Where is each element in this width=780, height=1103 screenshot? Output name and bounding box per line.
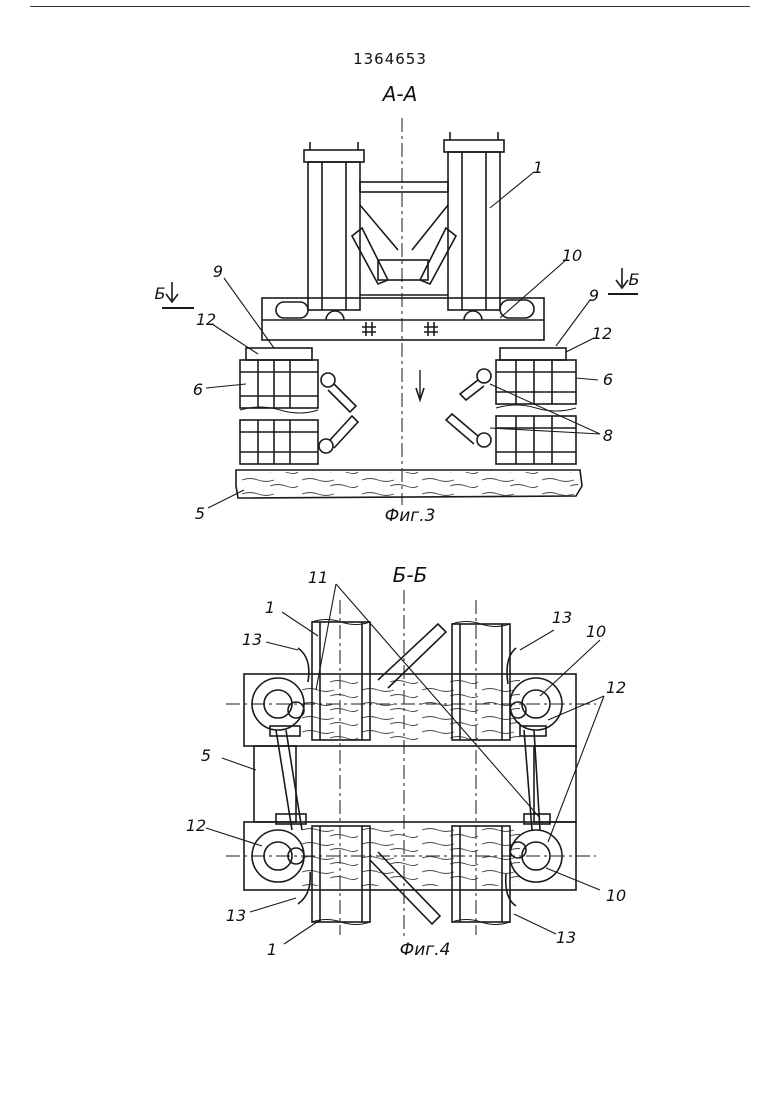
figure-4-drawing xyxy=(206,584,604,944)
label-fig3-6-right: 6 xyxy=(603,372,613,388)
label-fig4-10-bottom: 10 xyxy=(606,888,626,904)
label-fig3-9-right: 9 xyxy=(589,288,599,304)
label-fig4-12-left: 12 xyxy=(186,818,206,834)
label-fig4-13-top-left: 13 xyxy=(242,632,262,648)
label-fig4-13-bottom-left: 13 xyxy=(226,908,246,924)
label-fig4-11: 11 xyxy=(308,570,328,586)
label-fig4-13-top-right: 13 xyxy=(552,610,572,626)
label-fig3-1: 1 xyxy=(533,160,543,176)
label-fig4-13-bottom-right: 13 xyxy=(556,930,576,946)
label-fig3-10: 10 xyxy=(562,248,582,264)
label-fig4-1-bottom: 1 xyxy=(267,942,277,958)
label-fig4-1-top: 1 xyxy=(265,600,275,616)
label-fig3-12-left: 12 xyxy=(196,312,216,328)
label-fig4-10-top: 10 xyxy=(586,624,606,640)
label-fig3-9-left: 9 xyxy=(213,264,223,280)
label-fig3-5: 5 xyxy=(195,506,205,522)
label-fig4-5: 5 xyxy=(201,748,211,764)
figure-3-drawing xyxy=(162,118,638,508)
section-mark-left: Б xyxy=(155,286,166,302)
section-mark-right: Б xyxy=(629,272,640,288)
label-fig3-8: 8 xyxy=(603,428,613,444)
label-fig3-6-left: 6 xyxy=(193,382,203,398)
label-fig3-12-right: 12 xyxy=(592,326,612,342)
label-fig4-12-right: 12 xyxy=(606,680,626,696)
